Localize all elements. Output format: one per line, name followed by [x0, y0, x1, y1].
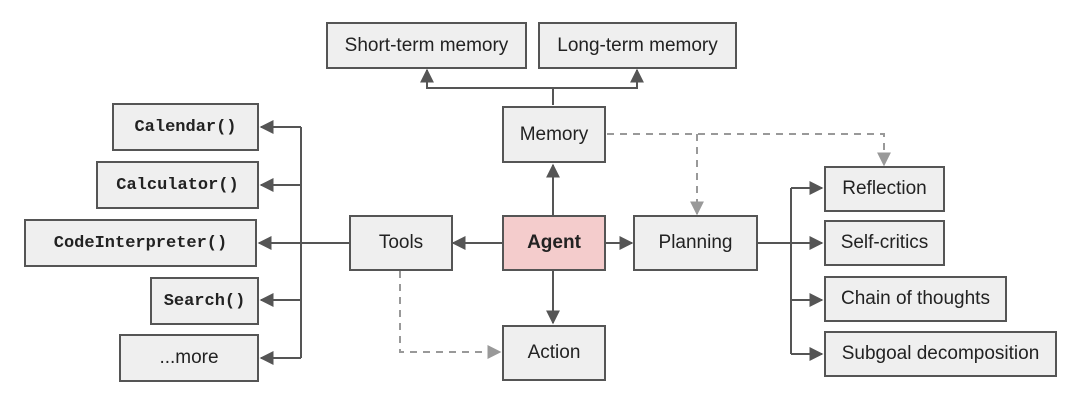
- long-term-memory-node: Long-term memory: [538, 22, 737, 69]
- short-term-memory-label: Short-term memory: [344, 34, 509, 56]
- planning-item-label: Chain of thoughts: [841, 288, 990, 309]
- planning-item-label: Reflection: [842, 178, 927, 199]
- tools-label: Tools: [378, 232, 424, 253]
- tool-item-label: Calendar(): [134, 117, 237, 137]
- tool-item-calendar: Calendar(): [112, 103, 259, 151]
- tool-item-label: Calculator(): [116, 175, 239, 195]
- edge-memory-dashed: [607, 133, 891, 167]
- planning-node: Planning: [633, 215, 758, 271]
- edge-planning-bus: [758, 188, 792, 354]
- planning-item-subgoal-decomposition: Subgoal decomposition: [824, 331, 1057, 377]
- edge-tools-action-dashed: [399, 271, 502, 359]
- planning-item-reflection: Reflection: [824, 166, 945, 212]
- planning-label: Planning: [658, 232, 733, 253]
- memory-node: Memory: [502, 106, 606, 163]
- memory-label: Memory: [519, 123, 589, 145]
- action-label: Action: [527, 342, 581, 363]
- planning-item-chain-of-thoughts: Chain of thoughts: [824, 276, 1007, 322]
- tool-item-search: Search(): [150, 277, 259, 325]
- long-term-memory-label: Long-term memory: [557, 34, 718, 56]
- agent-node: Agent: [502, 215, 606, 271]
- tool-item-calculator: Calculator(): [96, 161, 259, 209]
- action-node: Action: [502, 325, 606, 381]
- tool-item-label: ...more: [159, 347, 219, 368]
- tool-item-more: ...more: [119, 334, 259, 382]
- short-term-memory-node: Short-term memory: [326, 22, 527, 69]
- planning-item-self-critics: Self-critics: [824, 220, 945, 266]
- tool-item-label: CodeInterpreter(): [53, 233, 228, 253]
- tool-item-label: Search(): [163, 291, 246, 311]
- planning-item-label: Self-critics: [840, 232, 929, 253]
- agent-label: Agent: [527, 232, 581, 253]
- edge-memory-split: [426, 70, 637, 105]
- tool-item-codeinterpreter: CodeInterpreter(): [24, 219, 257, 267]
- planning-item-label: Subgoal decomposition: [841, 343, 1040, 364]
- tools-node: Tools: [349, 215, 453, 271]
